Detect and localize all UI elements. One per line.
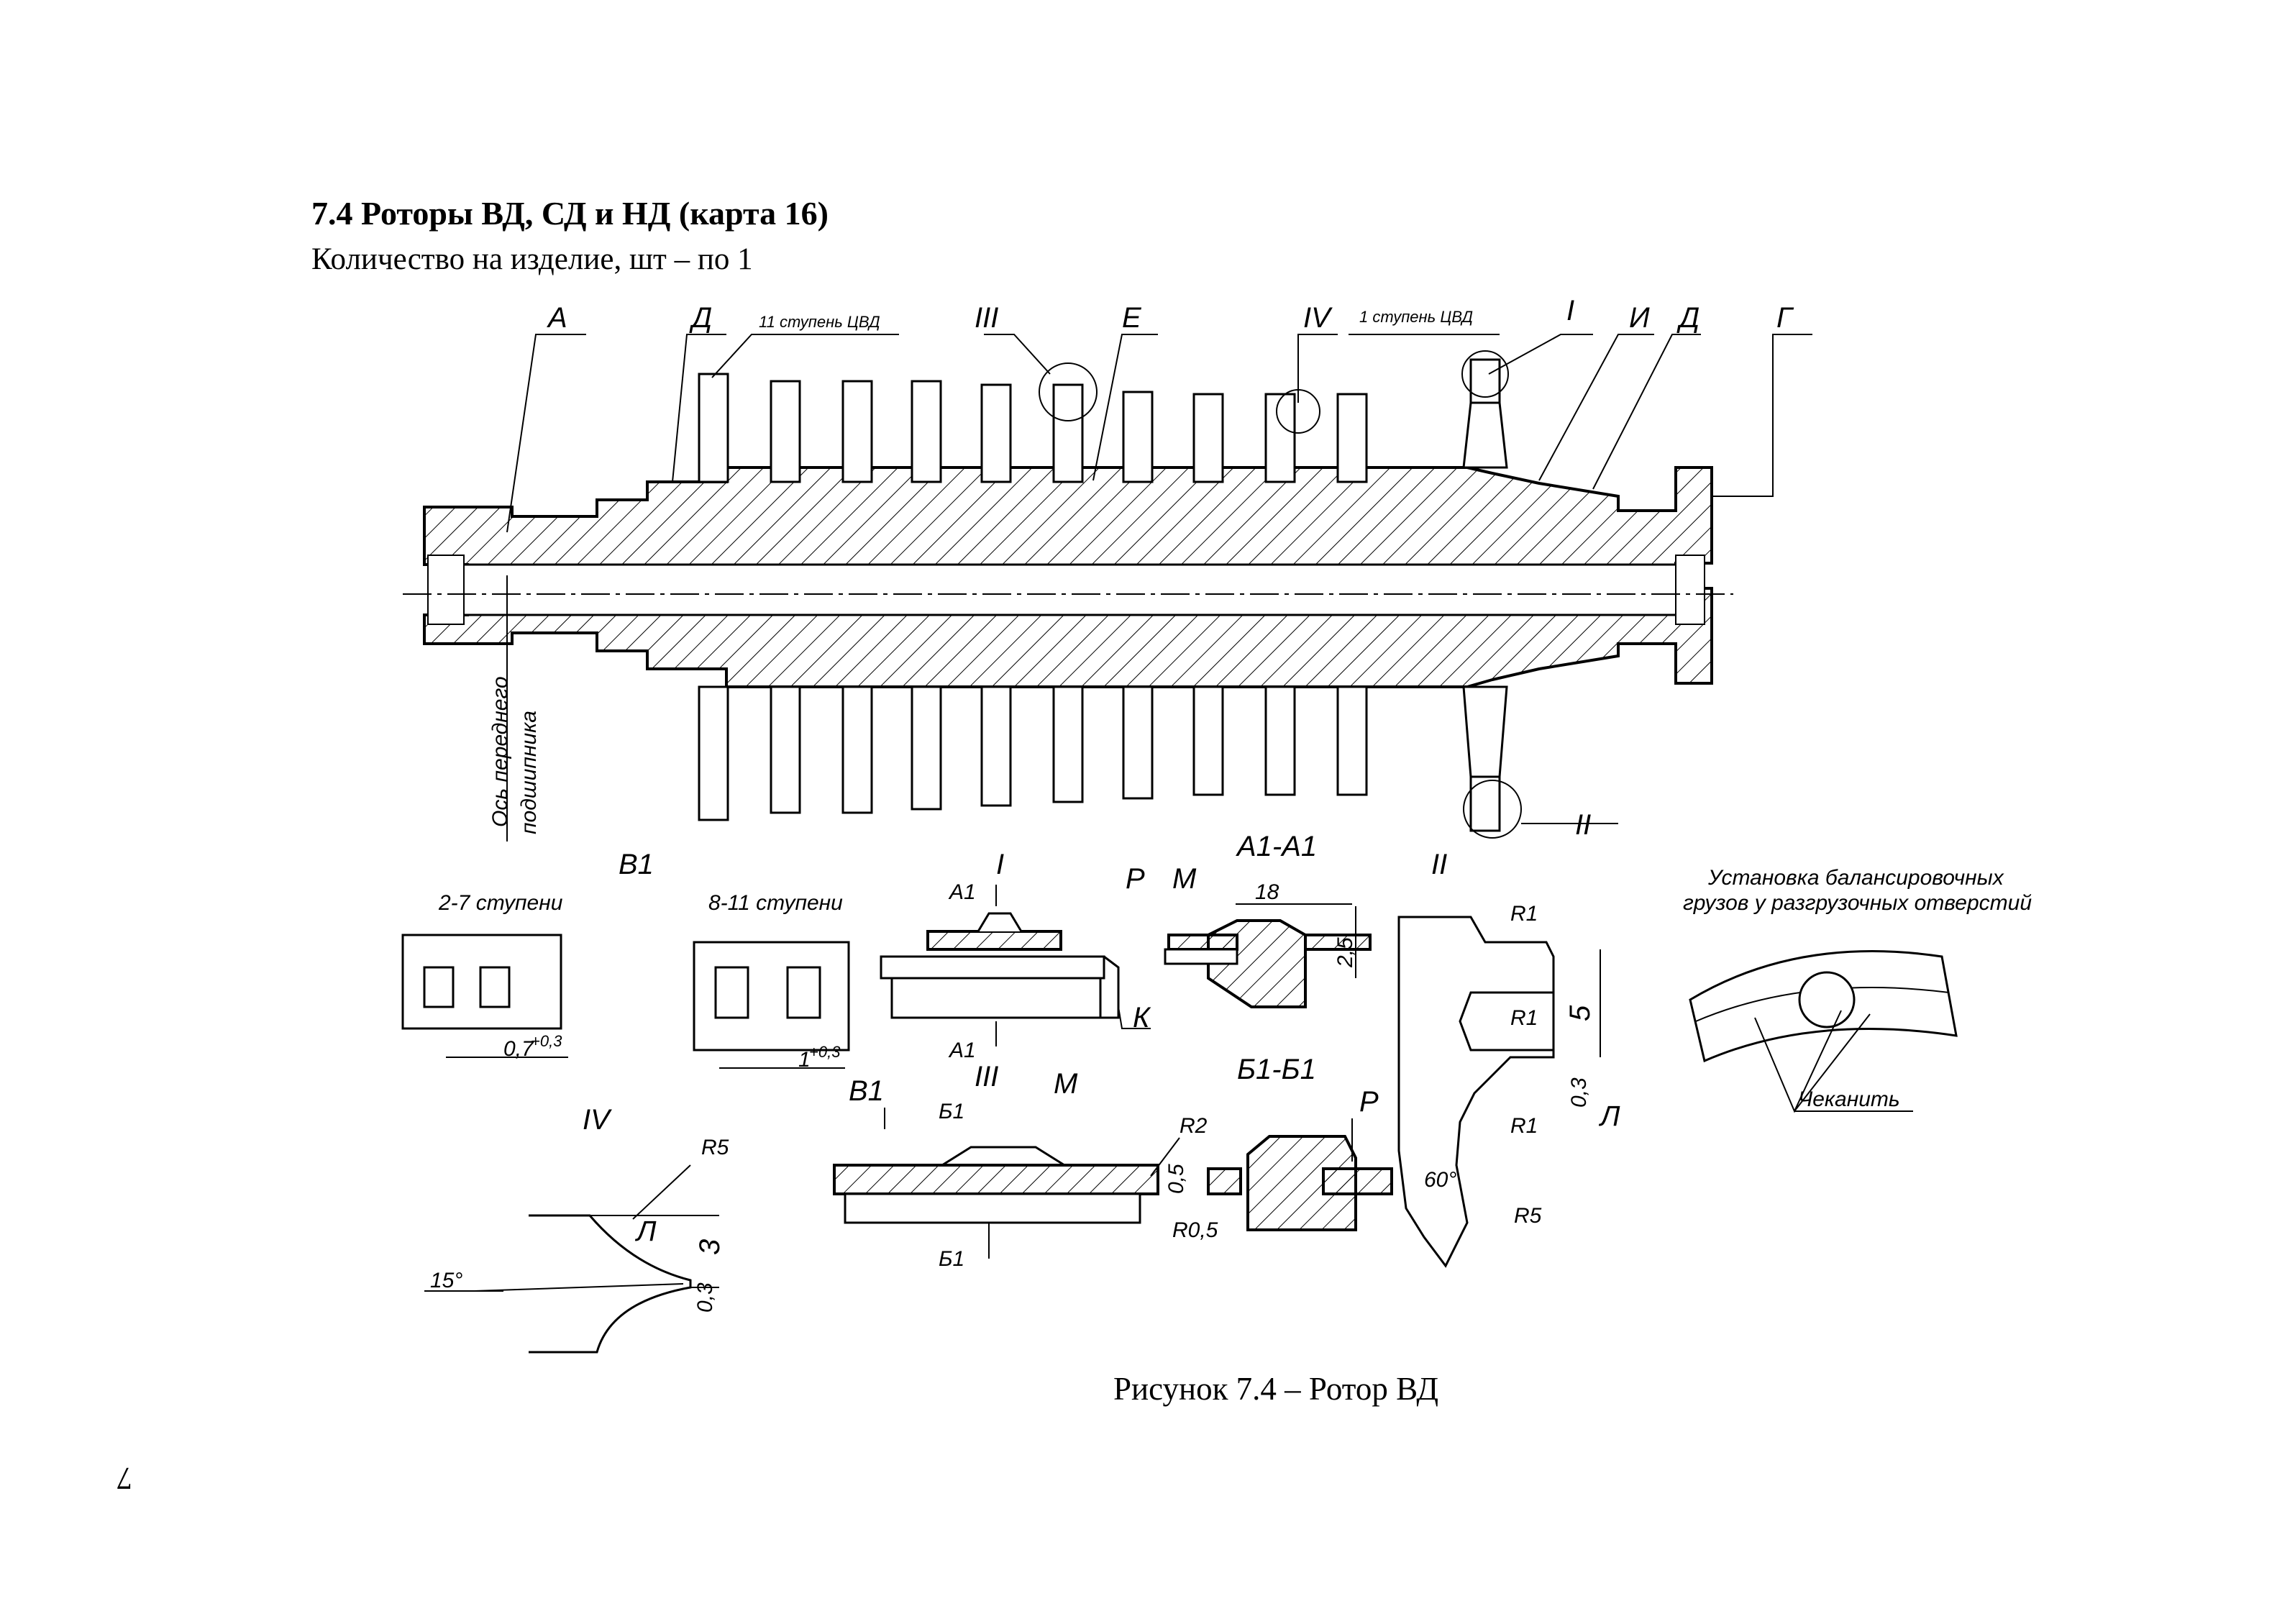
leader-label-i: I [1566,295,1574,327]
section-heading: 7.4 Роторы ВД, СД и НД (карта 16) [311,195,829,232]
stage11-label: 11 ступень ЦВД [759,313,880,331]
view-v1-group2-label: 8-11 ступени [708,891,843,915]
figure-caption: Рисунок 7.4 – Ротор ВД [1113,1371,1439,1407]
detail-iii: В1 III М Б1 Б1 R2 0,5 R0,5 [833,1061,1218,1271]
leader-label-d1: Д [689,302,712,334]
detail-ii-r1-mid: R1 [1510,1006,1538,1030]
detail-ii-r5: R5 [1514,1204,1542,1228]
balance-label: Чеканить [1798,1087,1900,1111]
main-labels: А Д 11 ступень ЦВД III Е IV 1 ступень ЦВ… [488,295,1794,841]
rotor-upper-half [423,466,1713,577]
leader-label-ii: II [1575,809,1591,841]
leader-label-i-cyr: И [1629,302,1650,334]
detail-ii-r1-low: R1 [1510,1114,1538,1138]
leader-label-g: Г [1776,302,1794,334]
section-a1-title: А1-А1 [1236,831,1317,862]
leader-label-iii: III [975,302,998,334]
detail-i-section-bottom: А1 [948,1039,976,1062]
section-a1-label-m: М [1172,863,1197,895]
view-v1-title: В1 [619,849,654,880]
rear-plug [1675,555,1705,625]
view-v1-group2-tol: +0,3 [809,1043,841,1061]
view-v1-group1-label: 2-7 ступени [438,891,563,915]
section-b1: Б1-Б1 Р [1207,1054,1393,1231]
bearing-axis-label-1: Ось переднего [488,676,512,827]
disks-upper [698,358,1508,483]
detail-iii-dim-05: 0,5 [1164,1164,1188,1194]
page-number: 7 [117,1461,132,1496]
balance-title-1: Установка балансировочных [1707,866,2004,890]
detail-ii-r1-top: R1 [1510,902,1538,926]
section-b1-label-r: Р [1359,1086,1379,1118]
detail-iii-section-top: Б1 [939,1100,964,1123]
detail-iii-section-bottom: Б1 [939,1247,964,1271]
balance-hole [1798,971,1856,1028]
bearing-axis-label-2: подшипника [517,711,541,834]
detail-iv-label-l: Л [634,1215,657,1247]
detail-ii-dim-5: 5 [1564,1005,1596,1021]
section-a1-dim-18: 18 [1255,880,1279,904]
detail-iv-angle: 15° [430,1269,462,1292]
balance-title-2: грузов у разгрузочных отверстий [1683,891,2032,915]
rotor-body [403,466,1733,688]
leader-label-d2: Д [1676,302,1699,334]
quantity-line: Количество на изделие, шт – по 1 [311,242,753,276]
leader-label-e: Е [1122,302,1142,334]
view-v1-group1-tol: +0,3 [531,1032,562,1050]
detail-iv-dim-3: 3 [694,1239,726,1255]
view-v1-group2-dim: 1 [798,1048,811,1072]
detail-iii-label-m: М [1054,1068,1078,1100]
section-a1: А1-А1 Р М 18 2,5 [1126,831,1372,1008]
detail-iii-r2: R2 [1180,1114,1208,1138]
detail-i-title: I [996,849,1004,880]
detail-iv: IV R5 Л 3 15° 0,3 [424,1104,729,1354]
front-plug [427,555,465,625]
detail-ii: II R1 R1 5 0,3 Л R1 60° R5 [1397,849,1620,1268]
detail-iii-r05: R0,5 [1172,1218,1218,1242]
detail-iii-v1: В1 [849,1075,884,1107]
detail-i-section-top: А1 [948,880,976,904]
balance-weights: Установка балансировочных грузов у разгр… [1683,866,2032,1113]
main-leaders [506,334,1812,841]
stage1-label: 1 ступень ЦВД [1359,308,1473,326]
section-a1-dim-25: 2,5 [1333,937,1357,968]
leader-label-a: А [547,302,567,334]
view-v1-group1-dim: 0,7 [503,1037,534,1061]
detail-iv-dim-03: 0,3 [693,1282,717,1313]
section-a1-label-r: Р [1126,863,1145,895]
detail-ii-label-l: Л [1598,1100,1620,1132]
detail-iv-title: IV [583,1104,612,1136]
section-b1-title: Б1-Б1 [1237,1054,1316,1085]
view-v1: В1 2-7 ступени 8-11 ступени 0,7 +0,3 1 +… [401,849,850,1072]
detail-iii-title: III [975,1061,998,1092]
detail-i: I А1 А1 К [880,849,1151,1062]
rotor-bore [459,563,1684,616]
detail-iv-r5: R5 [701,1136,729,1159]
leader-label-iv: IV [1303,302,1333,334]
detail-i-label-k: К [1133,1002,1151,1034]
detail-ii-dim-03: 0,3 [1567,1077,1591,1108]
detail-ii-angle: 60° [1424,1168,1456,1192]
disks-lower [698,685,1508,832]
detail-ii-title: II [1431,849,1447,880]
